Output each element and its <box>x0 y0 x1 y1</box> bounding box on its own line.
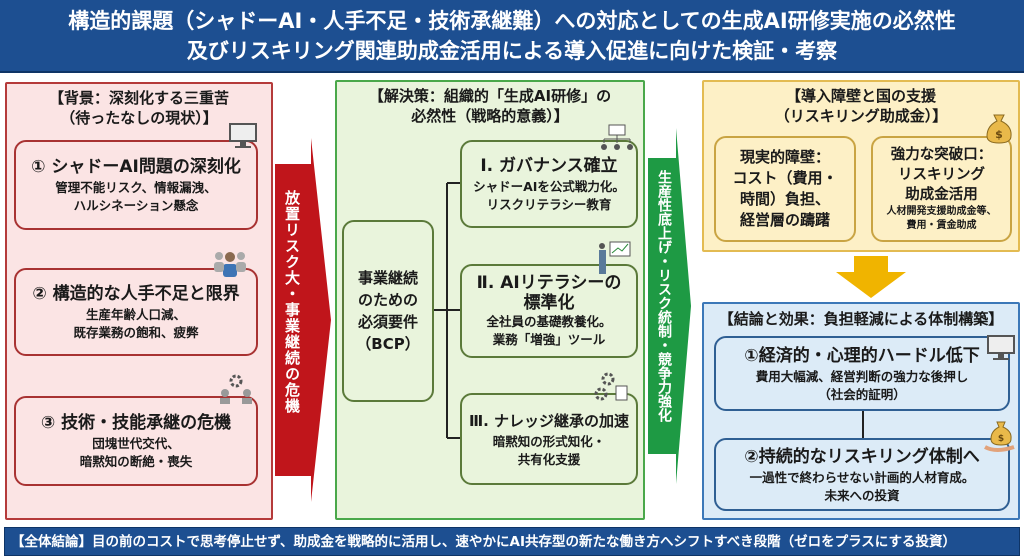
overall-conclusion-banner: 【全体結論】目の前のコストで思考停止せず、助成金を戦略的に活用し、速やかにAI共… <box>4 527 1020 556</box>
title-line-1: 構造的課題（シャドーAI・人手不足・技術承継難）への対応としての生成AI研修実施… <box>68 9 956 33</box>
breakthrough-text: 強力な突破口： <box>890 147 993 163</box>
breakthrough-subtext: 費用・賃金助成 <box>906 220 977 231</box>
issue-text: 暗黙知の断絶・喪失 <box>79 454 193 469</box>
effect-hurdle: ①経済的・心理的ハードル低下 費用大幅減、経営判断の強力な後押し （社会的証明） <box>714 336 1010 411</box>
effect-text: 未来への投資 <box>824 487 900 503</box>
solution-title: Ⅱ. AIリテラシーの <box>476 273 622 293</box>
solution-text: 業務「増強」ツール <box>492 332 606 347</box>
effect-text: （社会的証明） <box>818 386 906 402</box>
svg-text:$: $ <box>995 128 1003 141</box>
issue-text: 管理不能リスク、情報漏洩、 <box>55 180 217 195</box>
barrier-text: 現実的障壁： <box>739 148 830 166</box>
breakthrough-box: 強力な突破口： リスキリング 助成金活用 人材開発支援助成金等、 費用・賃金助成 <box>871 136 1012 242</box>
solution-title: Ⅲ. ナレッジ継承の加速 <box>468 412 630 430</box>
monitor-icon <box>987 335 1015 360</box>
presenter-icon <box>599 241 631 274</box>
svg-text:$: $ <box>998 434 1004 444</box>
issue-text: 生産年齢人口減、 <box>85 307 186 322</box>
effect-title: ①経済的・心理的ハードル低下 <box>744 345 980 366</box>
barrier-text: コスト（費用・ <box>732 169 838 187</box>
solution-text: 全社員の基礎教養化。 <box>486 314 612 329</box>
core-text: （BCP） <box>356 335 420 353</box>
solution-text: 暗黙知の形式知化・ <box>492 434 606 449</box>
issue-title: ① シャドーAI問題の深刻化 <box>31 157 241 177</box>
core-text: のための <box>357 291 418 309</box>
knowledge-cycle-icon <box>594 372 628 401</box>
effect-text: 一過性で終わらせない計画的人材育成。 <box>749 469 975 485</box>
outcome-arrow-label: 生産性底上げ・リスク統制・競争力強化 <box>656 170 672 422</box>
effect-text: 費用大幅減、経営判断の強力な後押し <box>755 368 969 384</box>
effect-title: ②持続的なリスキリング体制へ <box>744 446 980 467</box>
barrier-text: 経営層の躊躇 <box>739 211 830 229</box>
barrier-text: 時間）負担、 <box>739 190 830 208</box>
core-text: 必須要件 <box>357 313 418 331</box>
panel-subtitle: 必然性（戦略的意義）】 <box>411 107 569 125</box>
breakthrough-text: 助成金活用 <box>905 187 978 203</box>
connector-lines <box>434 182 462 439</box>
issue-shadow-ai: ① シャドーAI問題の深刻化 管理不能リスク、情報漏洩、 ハルシネーション懸念 <box>14 140 258 230</box>
solution-text: 共有化支援 <box>517 452 581 467</box>
solution-knowledge: Ⅲ. ナレッジ継承の加速 暗黙知の形式知化・ 共有化支援 <box>460 393 638 485</box>
org-chart-icon <box>601 124 633 150</box>
panel-title: 【結論と効果：負担軽減による体制構築】 <box>718 310 1004 328</box>
issue-text: 既存業務の飽和、疲弊 <box>73 325 199 340</box>
people-icon <box>214 252 246 277</box>
panel-title: 【解決策：組織的「生成AI研修」の <box>368 87 612 105</box>
panel-title: 【背景：深刻化する三重苦 <box>48 89 229 107</box>
solution-text: シャドーAIを公式戦力化。 <box>473 179 625 194</box>
bcp-core-box: 事業継続 のための 必須要件 （BCP） <box>342 220 434 402</box>
issue-labor-shortage: ② 構造的な人手不足と限界 生産年齢人口減、 既存業務の飽和、疲弊 <box>14 268 258 356</box>
gear-people-icon <box>220 374 252 404</box>
issue-title: ② 構造的な人手不足と限界 <box>32 284 240 304</box>
risk-arrow <box>275 138 331 502</box>
solution-text: リスクリテラシー教育 <box>486 197 612 212</box>
issue-title: ③ 技術・技能承継の危機 <box>40 413 232 433</box>
breakthrough-subtext: 人材開発支援助成金等、 <box>886 206 997 217</box>
core-text: 事業継続 <box>357 269 418 287</box>
barrier-box: 現実的障壁： コスト（費用・ 時間）負担、 経営層の躊躇 <box>714 136 856 242</box>
issue-text: 団塊世代交代、 <box>92 436 180 451</box>
issue-text: ハルシネーション懸念 <box>73 198 199 213</box>
solution-title: Ⅰ. ガバナンス確立 <box>480 156 618 176</box>
down-arrow <box>836 256 906 298</box>
panel-subtitle: （待ったなしの現状）】 <box>60 109 218 127</box>
money-bag-icon: $ <box>986 114 1012 144</box>
issue-skill-transfer: ③ 技術・技能承継の危機 団塊世代交代、 暗黙知の断絶・喪失 <box>14 396 258 486</box>
panel-subtitle: （リスキリング助成金）】 <box>774 107 948 125</box>
page-title: 構造的課題（シャドーAI・人手不足・技術承継難）への対応としての生成AI研修実施… <box>0 0 1024 73</box>
effect-sustainable: ②持続的なリスキリング体制へ 一過性で終わらせない計画的人材育成。 未来への投資 <box>714 438 1010 511</box>
solution-ai-literacy: Ⅱ. AIリテラシーの 標準化 全社員の基礎教養化。 業務「増強」ツール <box>460 264 638 358</box>
panel-title: 【導入障壁と国の支援 <box>785 87 936 105</box>
solution-title: 標準化 <box>523 293 575 313</box>
solution-governance: Ⅰ. ガバナンス確立 シャドーAIを公式戦力化。 リスクリテラシー教育 <box>460 140 638 228</box>
outcome-arrow <box>648 128 691 484</box>
title-line-2: 及びリスキリング関連助成金活用による導入促進に向けた検証・考察 <box>186 39 838 63</box>
connector-line <box>862 411 864 438</box>
monitor-icon <box>229 123 257 148</box>
risk-arrow-label: 放置リスク大・事業継続の危機 <box>283 190 301 414</box>
breakthrough-text: リスキリング <box>898 167 985 183</box>
money-hand-icon: $ <box>984 421 1015 452</box>
